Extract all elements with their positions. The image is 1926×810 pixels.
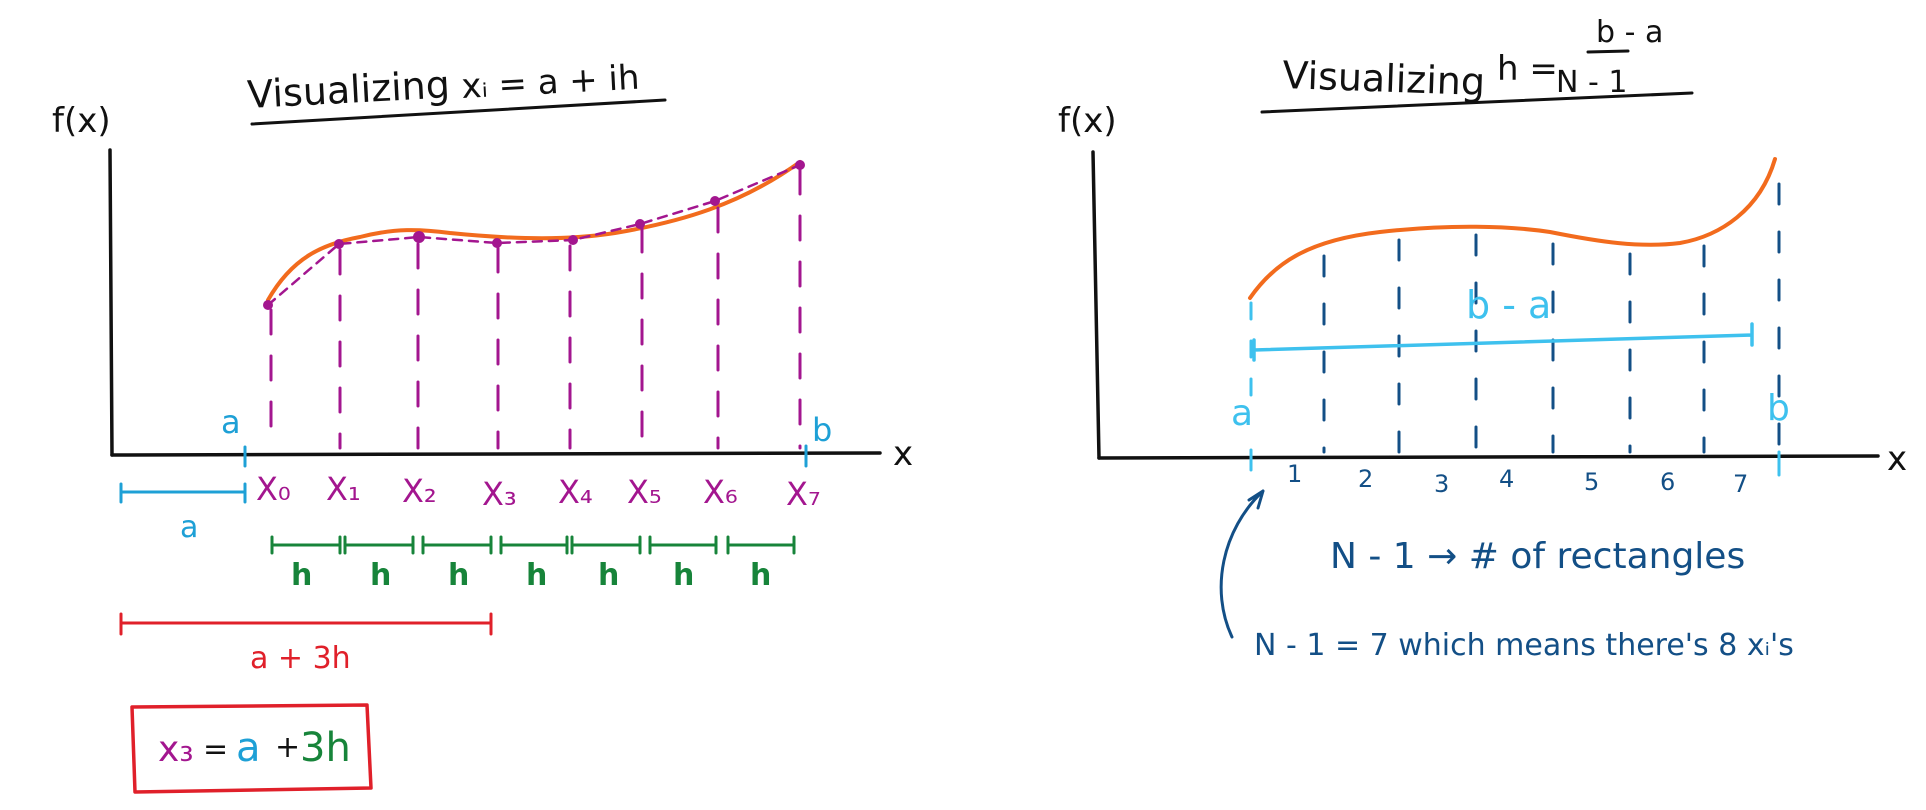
x-tick-label-4: X₄ bbox=[558, 473, 593, 511]
sample-point-x0 bbox=[263, 300, 273, 310]
right-pointer-arrow bbox=[1219, 489, 1265, 639]
h-segment-3 bbox=[421, 535, 493, 555]
rect-number-6: 6 bbox=[1660, 468, 1675, 496]
h-label-5: h bbox=[598, 558, 619, 593]
rect-number-5: 5 bbox=[1584, 468, 1599, 496]
right-note-rectangles: N - 1 → # of rectangles bbox=[1330, 536, 1745, 577]
right-denominator: N - 1 bbox=[1556, 65, 1627, 100]
left-x-tick-labels: X₀ X₁ X₂ X₃ X₄ X₅ X₆ X₇ bbox=[256, 470, 821, 513]
result-3h: 3h bbox=[300, 725, 351, 771]
right-a-marker-label: a bbox=[1231, 393, 1253, 434]
left-function-curve bbox=[266, 160, 802, 302]
x-tick-label-6: X₆ bbox=[703, 473, 738, 511]
left-title-underline bbox=[250, 98, 667, 126]
right-y-axis-label: f(x) bbox=[1058, 101, 1117, 141]
x-tick-label-2: X₂ bbox=[402, 472, 437, 510]
right-h-equals: h = bbox=[1497, 49, 1558, 89]
left-y-axis bbox=[108, 148, 114, 457]
right-numerator: b - a bbox=[1596, 15, 1663, 50]
rect-number-4: 4 bbox=[1499, 465, 1514, 493]
left-x-axis-label: x bbox=[893, 434, 913, 474]
h-label-4: h bbox=[526, 558, 547, 593]
h-label-3: h bbox=[448, 558, 469, 593]
sample-point-x7 bbox=[795, 160, 805, 170]
x-tick-label-7: X₇ bbox=[786, 475, 821, 513]
h-segment-1 bbox=[270, 535, 342, 555]
rect-number-1: 1 bbox=[1287, 460, 1302, 488]
sample-point-x3 bbox=[492, 238, 502, 248]
right-x-axis-label: x bbox=[1887, 439, 1907, 479]
sample-point-x2 bbox=[413, 231, 425, 243]
x-tick-label-5: X₅ bbox=[627, 473, 662, 511]
result-x3: x₃ bbox=[158, 729, 194, 770]
right-function-curve bbox=[1248, 157, 1777, 300]
x-tick-label-0: X₀ bbox=[256, 470, 291, 508]
right-y-axis bbox=[1091, 150, 1101, 460]
right-ba-span bbox=[1252, 322, 1754, 362]
left-b-marker-label: b bbox=[812, 411, 832, 449]
rect-number-7: 7 bbox=[1733, 470, 1748, 498]
left-result-equation: x₃ = a + 3h bbox=[158, 725, 351, 771]
left-a3h-label: a + 3h bbox=[250, 641, 351, 676]
rect-number-3: 3 bbox=[1434, 470, 1449, 498]
left-sample-points bbox=[263, 160, 805, 310]
left-a-span bbox=[119, 482, 247, 504]
left-result-box bbox=[130, 703, 373, 794]
left-a3h-span bbox=[119, 612, 493, 636]
h-segment-5 bbox=[570, 535, 642, 555]
rect-number-2: 2 bbox=[1358, 465, 1373, 493]
sample-point-x4 bbox=[568, 235, 578, 245]
sample-point-x6 bbox=[710, 196, 720, 206]
sample-point-x1 bbox=[334, 239, 344, 249]
left-a-span-label: a bbox=[180, 510, 198, 545]
right-panel: Visualizing h = b - a N - 1 f(x) x b - a… bbox=[1058, 15, 1907, 663]
x-tick-label-1: X₁ bbox=[326, 470, 361, 508]
h-label-7: h bbox=[750, 558, 771, 593]
right-x-axis bbox=[1097, 454, 1880, 460]
right-fraction-bar bbox=[1586, 49, 1630, 54]
left-title-text: Visualizing bbox=[246, 62, 451, 117]
h-segment-7 bbox=[726, 535, 796, 555]
result-equals: = bbox=[203, 732, 228, 767]
h-segment-6 bbox=[648, 535, 718, 555]
left-secant-polyline bbox=[266, 163, 802, 307]
right-ba-label: b - a bbox=[1466, 283, 1551, 327]
left-h-labels: h h h h h h h bbox=[291, 558, 771, 593]
left-panel: Visualizing xᵢ = a + ih f(x) x bbox=[52, 58, 913, 794]
right-note-count: N - 1 = 7 which means there's 8 xᵢ's bbox=[1254, 628, 1794, 663]
right-b-marker-label: b bbox=[1767, 388, 1790, 429]
h-label-1: h bbox=[291, 558, 312, 593]
right-title-text: Visualizing bbox=[1282, 53, 1486, 104]
h-label-2: h bbox=[370, 558, 391, 593]
h-segment-2 bbox=[343, 535, 415, 555]
h-segment-4 bbox=[499, 535, 569, 555]
x-tick-label-3: X₃ bbox=[482, 475, 517, 513]
left-h-segments bbox=[270, 535, 796, 555]
left-y-axis-label: f(x) bbox=[52, 101, 111, 141]
result-a: a bbox=[236, 725, 261, 771]
sample-point-x5 bbox=[635, 219, 645, 229]
h-label-6: h bbox=[673, 558, 694, 593]
left-a-marker-label: a bbox=[221, 403, 241, 441]
left-title-formula: xᵢ = a + ih bbox=[460, 58, 640, 107]
result-plus: + bbox=[275, 730, 300, 765]
right-rectangle-dividers bbox=[1322, 182, 1781, 454]
right-rectangle-numbers: 1 2 3 4 5 6 7 bbox=[1287, 460, 1748, 498]
left-x-axis bbox=[110, 451, 882, 457]
right-title-underline bbox=[1260, 91, 1694, 114]
left-vertical-lines bbox=[269, 168, 802, 450]
